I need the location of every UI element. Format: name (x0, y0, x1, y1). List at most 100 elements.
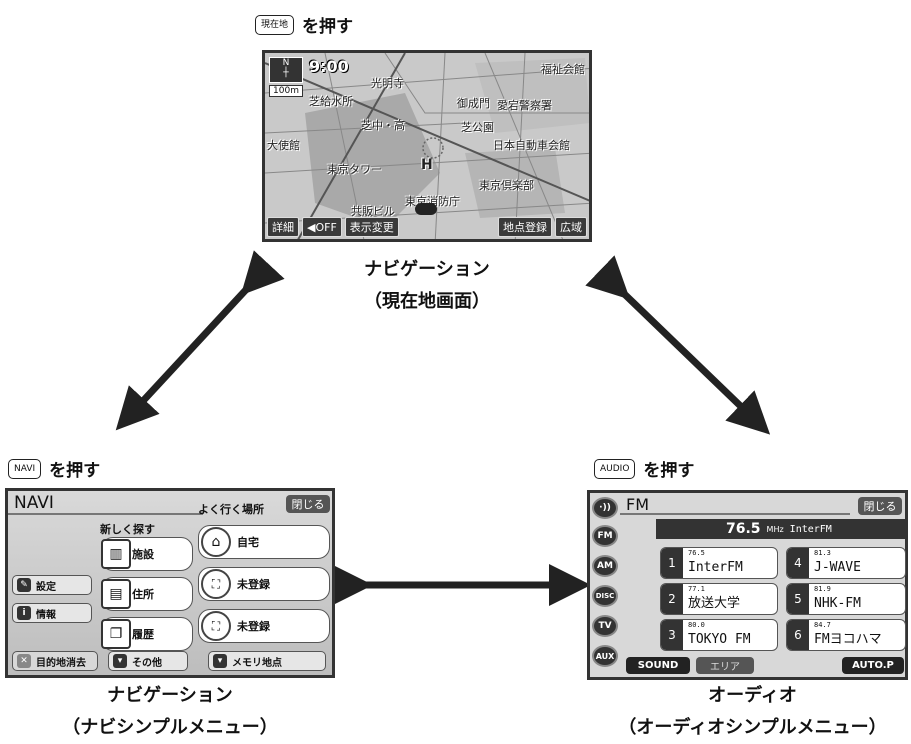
title-underline (8, 513, 203, 515)
station-name: InterFM (789, 523, 832, 535)
map-label: 芝給水所 (309, 95, 353, 108)
memory-point-label: メモリ地点 (232, 657, 282, 669)
facility-label: 施設 (132, 548, 154, 561)
new-search-label: 新しく探す (100, 523, 155, 536)
other-button[interactable]: ▾ その他 (108, 651, 188, 671)
map-label: 光明寺 (371, 77, 404, 90)
chevron-down-icon: ▾ (213, 654, 227, 668)
left-caption: ナビゲーション （ナビシンプルメニュー） (40, 680, 300, 744)
frequency-unit: MHz (766, 524, 784, 534)
preset-freq: 80.0 (688, 621, 705, 629)
caption-line1: オーディオ (708, 685, 797, 706)
clock-time: 9:00 (309, 57, 349, 76)
frequency-display: 76.5 MHz InterFM (656, 519, 906, 539)
memory-point-button[interactable]: ▾ メモリ地点 (208, 651, 326, 671)
map-label: 御成門 (457, 97, 490, 110)
press-text: を押す (302, 17, 354, 37)
source-tv-button[interactable]: TV (592, 615, 618, 637)
settings-label: 設定 (36, 581, 56, 593)
preset-freq: 77.1 (688, 585, 705, 593)
unregistered-label: 未登録 (237, 578, 270, 591)
address-label: 住所 (132, 588, 154, 601)
auto-preset-button[interactable]: AUTO.P (842, 657, 904, 674)
audio-press-label: AUDIO を押す (594, 456, 694, 481)
compass-icon[interactable]: N┼ (269, 57, 303, 83)
info-button[interactable]: i 情報 (12, 603, 92, 623)
favorites-label: よく行く場所 (198, 503, 264, 516)
source-disc-button[interactable]: DISC (592, 585, 618, 607)
map-label: H (421, 157, 433, 173)
source-aux-button[interactable]: AUX (592, 645, 618, 667)
unregistered-icon: ⛶ (201, 611, 231, 641)
sound-button[interactable]: SOUND (626, 657, 690, 674)
detail-button[interactable]: 詳細 (267, 217, 299, 237)
close-button[interactable]: 閉じる (286, 495, 330, 513)
caption-line1: ナビゲーション (107, 685, 233, 706)
display-change-button[interactable]: 表示変更 (344, 217, 399, 237)
wide-area-button[interactable]: 広域 (555, 217, 587, 237)
preset-name: NHK-FM (814, 596, 861, 611)
navi-menu-screen: NAVI よく行く場所 閉じる 新しく探す 施設 ▥ 住所 ▤ 履歴 ❐ 自宅 … (5, 488, 335, 678)
preset-number: 1 (661, 548, 683, 578)
info-label: 情報 (36, 609, 56, 621)
preset-freq: 81.9 (814, 585, 831, 593)
map-label: 芝中・高 (361, 119, 405, 132)
settings-button[interactable]: ✎ 設定 (12, 575, 92, 595)
arrow-map-audio (585, 255, 771, 435)
source-am-button[interactable]: AM (592, 555, 618, 577)
unregistered-icon: ⛶ (201, 569, 231, 599)
off-button[interactable]: ◀OFF (302, 217, 342, 237)
arrow-map-navi (115, 250, 285, 431)
history-label: 履歴 (132, 628, 154, 641)
unregistered-label: 未登録 (237, 620, 270, 633)
map-screen: N┼ 9:00 100m 芝給水所 光明寺 御成門 芝中・高 芝公園 東京タワー… (262, 50, 592, 242)
map-label: 福祉会館 (541, 63, 585, 76)
map-clock: N┼ 9:00 100m (269, 57, 349, 97)
register-point-button[interactable]: 地点登録 (498, 217, 552, 237)
audio-key-icon: AUDIO (594, 458, 636, 479)
area-button[interactable]: エリア (696, 657, 754, 674)
preset-number: 2 (661, 584, 683, 614)
source-fm-button[interactable]: FM (592, 525, 618, 547)
preset-number: 6 (787, 620, 809, 650)
address-icon: ▤ (101, 579, 131, 609)
info-icon: i (17, 606, 31, 620)
clear-destination-button[interactable]: ✕ 目的地消去 (12, 651, 98, 671)
clear-destination-icon: ✕ (17, 654, 31, 668)
preset-freq: 76.5 (688, 549, 705, 557)
audio-menu-screen: ·)) FM 閉じる 76.5 MHz InterFM FM AM DISC T… (587, 490, 908, 680)
map-button-bar: 詳細 ◀OFF 表示変更 地点登録 広域 (265, 215, 589, 239)
map-label: 芝公園 (461, 121, 494, 134)
close-button[interactable]: 閉じる (858, 497, 902, 515)
history-icon: ❐ (101, 619, 131, 649)
navi-key-icon: NAVI (8, 458, 42, 479)
preset-number: 4 (787, 548, 809, 578)
band-underline (620, 513, 850, 515)
wrench-icon: ✎ (17, 578, 31, 592)
clear-destination-label: 目的地消去 (36, 657, 86, 669)
home-label: 自宅 (237, 536, 259, 549)
caption-line2: （現在地画面） (364, 291, 490, 312)
map-label: 大使館 (267, 139, 300, 152)
preset-freq: 81.3 (814, 549, 831, 557)
preset-name: TOKYO FM (688, 632, 751, 647)
map-label: 共販ビル (351, 205, 395, 218)
chevron-down-icon: ▾ (113, 654, 127, 668)
map-label: 東京タワー (327, 163, 382, 176)
caption-line1: ナビゲーション (364, 259, 490, 280)
press-text: を押す (49, 461, 101, 481)
preset-number: 3 (661, 620, 683, 650)
navi-press-label: NAVI を押す (8, 456, 100, 481)
preset-name: FMヨコハマ (814, 632, 882, 647)
navi-title: NAVI (14, 493, 54, 513)
caption-line2: （オーディオシンプルメニュー） (618, 717, 887, 738)
home-icon: ⌂ (201, 527, 231, 557)
radio-signal-icon: ·)) (592, 497, 618, 519)
